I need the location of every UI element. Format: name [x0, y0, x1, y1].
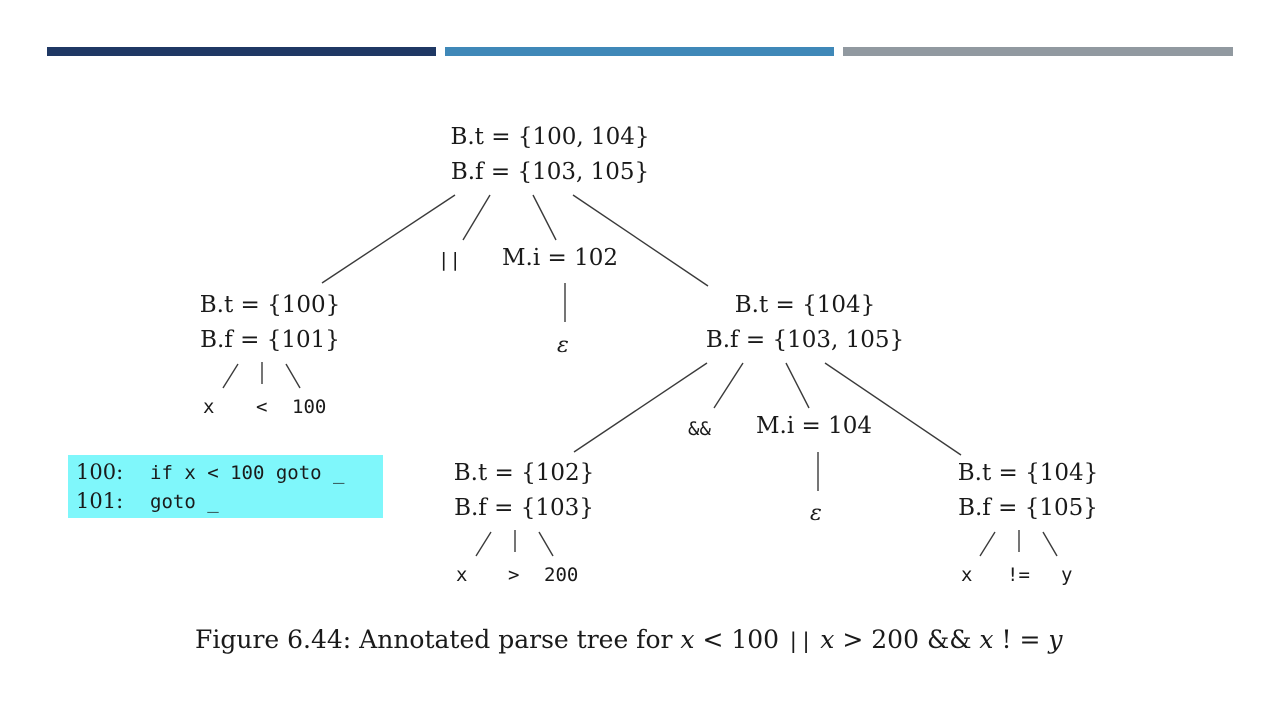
right-right-true-list: B.t = {104} [957, 460, 1099, 486]
epsilon-m2: ε [810, 501, 822, 526]
caption-op: < [702, 625, 724, 654]
root-true-list: B.t = {100, 104} [450, 124, 650, 150]
rl-leaf-200: 200 [544, 564, 579, 586]
left-leaf-100: 100 [292, 396, 327, 418]
edge-rl-200 [538, 531, 554, 557]
rr-leaf-x: x [961, 564, 973, 586]
code-line: 101: goto _ [76, 487, 383, 516]
tree-node-root: B.t = {100, 104} B.f = {103, 105} [430, 120, 670, 190]
caption-num: 100 [731, 625, 780, 654]
header-bar-light-blue [445, 47, 834, 56]
edge-right-rl [573, 362, 708, 453]
rl-leaf-x: x [456, 564, 468, 586]
marker-m1: M.i = 102 [502, 245, 619, 271]
generated-code-box: 100: if x < 100 goto _ 101: goto _ [68, 455, 383, 518]
edge-left-x [222, 363, 239, 389]
caption-op: && [926, 625, 972, 654]
caption-prefix: Figure 6.44: Annotated parse tree for [195, 625, 673, 654]
edge-right-m2 [785, 362, 810, 409]
edge-rr-x [979, 531, 996, 557]
right-left-false-list: B.f = {103} [454, 495, 594, 521]
code-line-text: goto _ [150, 491, 219, 513]
tree-node-right-left: B.t = {102} B.f = {103} [434, 456, 614, 526]
root-false-list: B.f = {103, 105} [450, 159, 650, 185]
rl-leaf-gt: > [508, 564, 520, 586]
edge-root-left [321, 194, 456, 284]
caption-var: x [979, 625, 994, 654]
epsilon-m1: ε [557, 333, 569, 358]
caption-op: > [842, 625, 864, 654]
edge-root-or [462, 194, 491, 241]
code-line: 100: if x < 100 goto _ [76, 458, 383, 487]
header-bar-gray [843, 47, 1233, 56]
rr-leaf-neq: != [1007, 564, 1030, 586]
left-leaf-x: x [203, 396, 215, 418]
caption-var: x [680, 625, 695, 654]
edge-right-and [713, 362, 744, 409]
or-operator: || [438, 249, 461, 271]
left-leaf-lt: < [256, 396, 268, 418]
edge-root-m1 [532, 194, 557, 241]
right-left-true-list: B.t = {102} [453, 460, 595, 486]
caption-var: y [1048, 625, 1063, 654]
caption-var: x [820, 625, 835, 654]
right-right-false-list: B.f = {105} [958, 495, 1098, 521]
marker-m2: M.i = 104 [756, 413, 873, 439]
right-true-list: B.t = {104} [734, 292, 876, 318]
tree-node-left: B.t = {100} B.f = {101} [180, 288, 360, 358]
figure-caption: Figure 6.44: Annotated parse tree for x … [195, 625, 1063, 654]
header-bar-dark-blue [47, 47, 436, 56]
caption-num: 200 [871, 625, 919, 654]
tree-node-right-right: B.t = {104} B.f = {105} [938, 456, 1118, 526]
caption-op: ! = [1001, 625, 1041, 654]
edge-rr-y [1042, 531, 1058, 557]
tree-node-right: B.t = {104} B.f = {103, 105} [685, 288, 925, 358]
code-line-number: 100: [76, 460, 124, 484]
edge-root-right [572, 194, 709, 287]
code-line-number: 101: [76, 489, 124, 513]
edge-rl-x [475, 531, 492, 557]
left-false-list: B.f = {101} [200, 327, 340, 353]
right-false-list: B.f = {103, 105} [705, 327, 905, 353]
and-operator: && [688, 418, 711, 440]
left-true-list: B.t = {100} [199, 292, 341, 318]
caption-op: || [787, 629, 813, 653]
edge-left-100 [285, 363, 301, 389]
edge-right-rr [824, 362, 962, 456]
code-line-text: if x < 100 goto _ [150, 462, 345, 484]
rr-leaf-y: y [1061, 564, 1073, 586]
